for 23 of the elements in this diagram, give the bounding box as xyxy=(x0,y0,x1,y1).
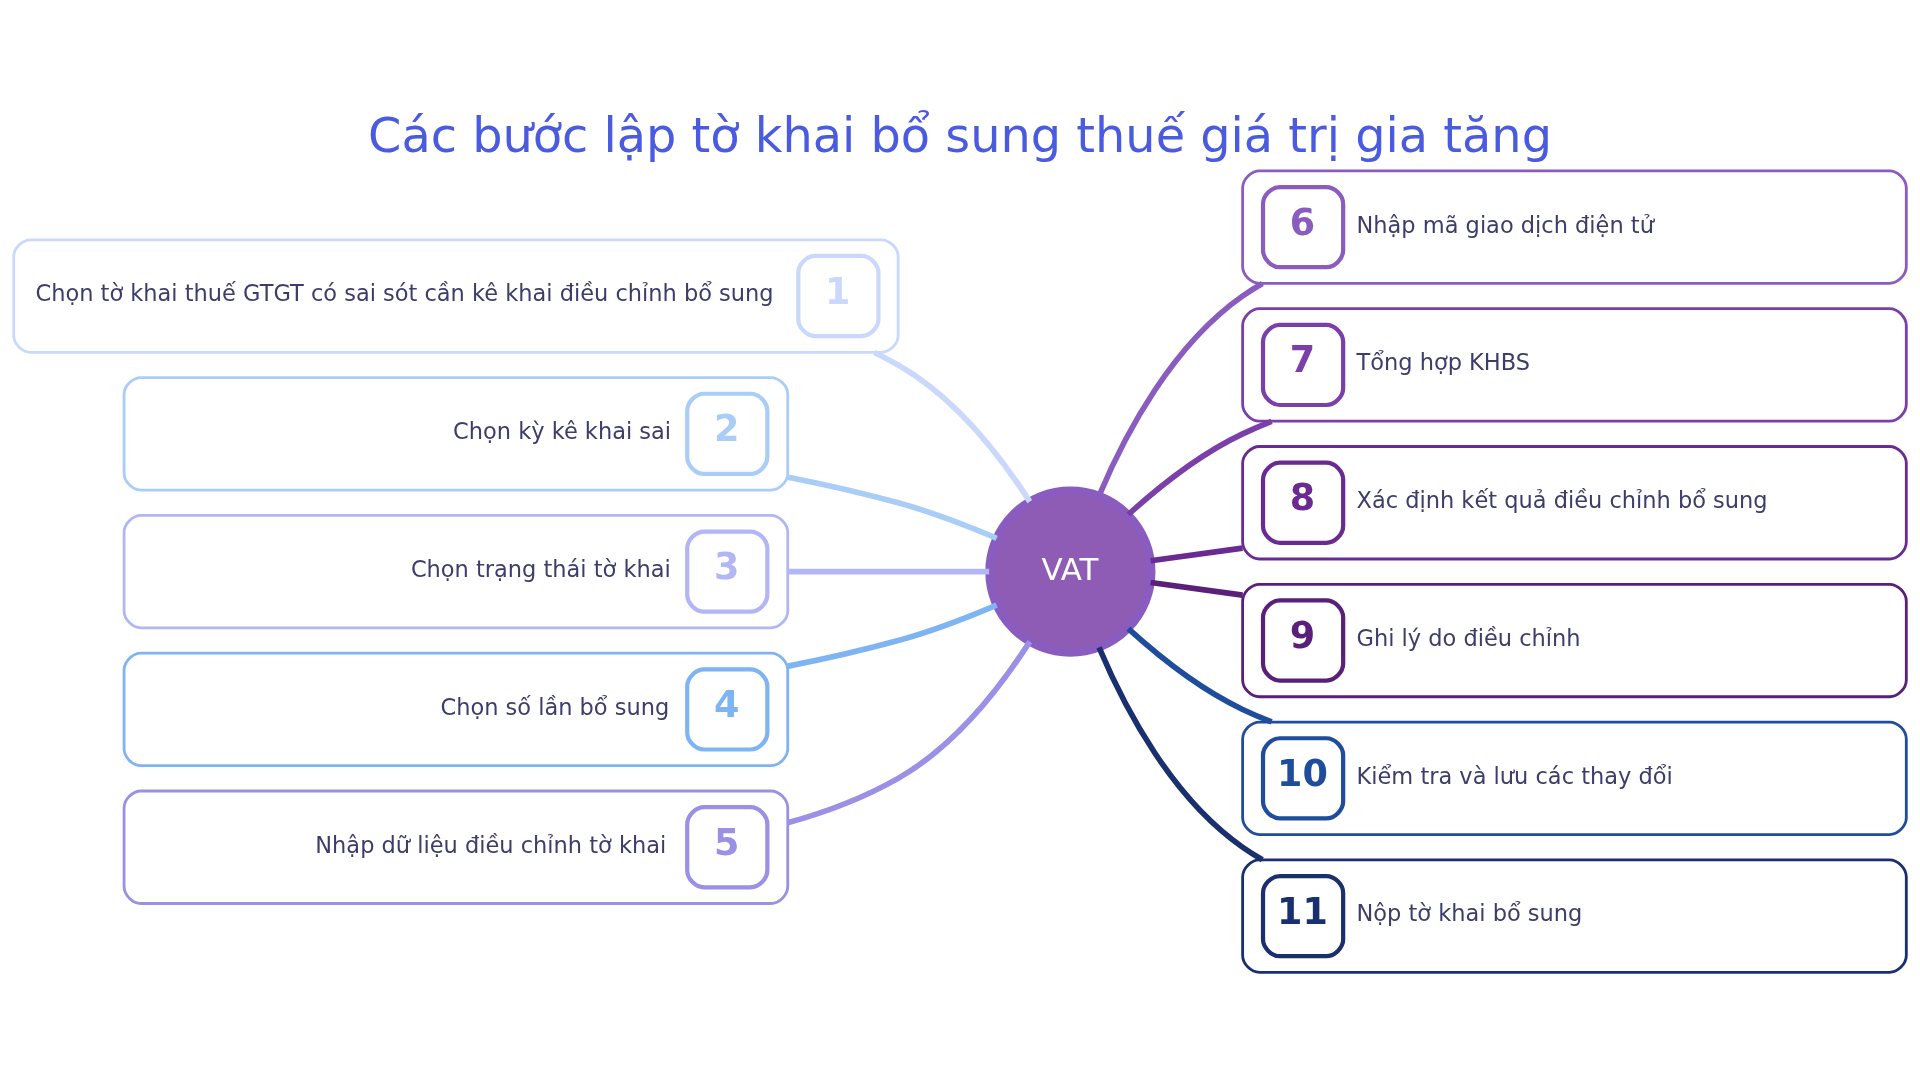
connector xyxy=(1126,418,1273,517)
connector xyxy=(787,474,998,541)
connector xyxy=(787,602,998,669)
node-circle: VAT xyxy=(985,486,1156,657)
node-box: 9 Ghi lý do điều chỉnh xyxy=(1241,582,1908,699)
node-box: 8 Xác định kết quả điều chỉnh bổ sung xyxy=(1241,445,1908,561)
node-box: Chọn số lần bổ sung 4 xyxy=(122,651,790,768)
node-box: 10 Kiểm tra và lưu các thay đổi xyxy=(1241,720,1908,836)
connector xyxy=(1150,579,1243,598)
connector xyxy=(787,568,990,575)
node-box: Chọn trạng thái tờ khai 3 xyxy=(122,514,790,630)
diagram-title: Các bước lập tờ khai bổ sung thuế giá trị gia tăng xyxy=(368,107,1552,163)
node-box: Nhập dữ liệu điều chỉnh tờ khai 5 xyxy=(122,789,790,905)
node-box: 7 Tổng hợp KHBS xyxy=(1241,307,1908,423)
connector xyxy=(1150,545,1243,564)
connector xyxy=(1096,281,1264,497)
node-box: 6 Nhập mã giao dịch điện tử xyxy=(1241,169,1908,285)
connector xyxy=(873,349,1033,504)
connector xyxy=(1126,626,1273,725)
node-box: Chọn kỳ kê khai sai 2 xyxy=(122,376,790,492)
connector xyxy=(787,640,1033,826)
node-box: 11 Nộp tờ khai bổ sung xyxy=(1241,858,1908,974)
connector xyxy=(1096,646,1264,863)
